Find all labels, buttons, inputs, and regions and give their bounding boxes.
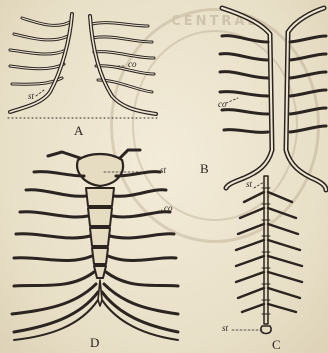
panel-label-d: D [90, 336, 99, 349]
annotation-b-co: co [218, 100, 227, 109]
annotation-a-st: st [28, 92, 34, 101]
annotation-d-st: st [160, 166, 166, 175]
annotation-c-st-top: st [246, 180, 252, 189]
panel-label-b: B [200, 162, 209, 175]
panel-label-a: A [74, 124, 83, 137]
annotation-d-co: co [164, 204, 173, 213]
panel-b-drawing [220, 8, 326, 190]
annotation-c-st-bottom: st [222, 324, 228, 333]
panel-c-drawing [232, 176, 302, 334]
panel-label-c: C [272, 338, 281, 351]
panel-d-drawing [12, 150, 178, 340]
panel-a-drawing [8, 14, 160, 118]
annotation-a-co: co [128, 60, 137, 69]
